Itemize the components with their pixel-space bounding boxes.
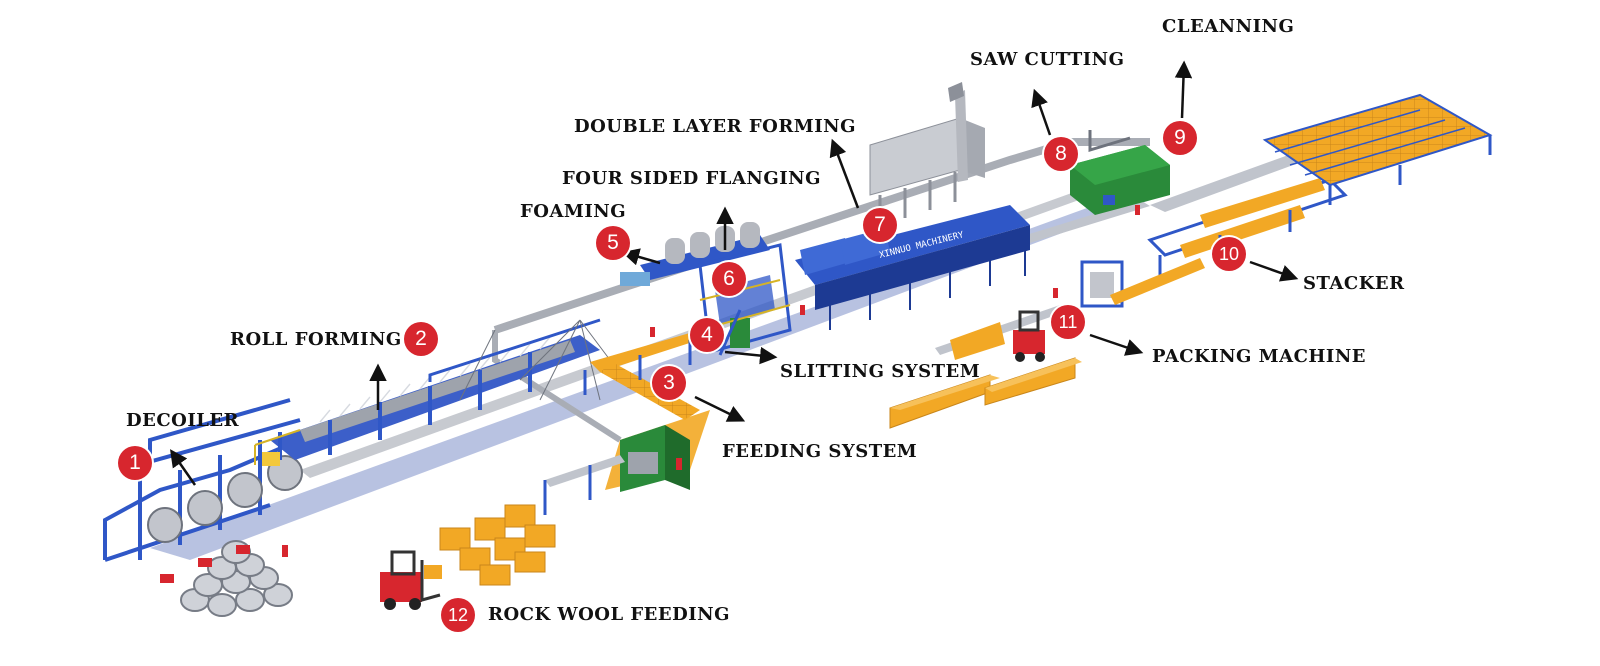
step-badge-12: 12 [441,598,475,632]
step-label-double-layer-forming: DOUBLE LAYER FORMING [574,116,856,137]
step-label-decoiler: DECOILER [126,410,240,431]
rock-wool-blocks [439,504,556,586]
forklift-right [1013,310,1045,362]
step-badge-7: 7 [863,208,897,242]
step-badge-11: 11 [1051,305,1085,339]
step-badge-2: 2 [404,322,438,356]
stacker-frame [1147,178,1348,275]
workers [282,205,1140,557]
storage-rack [1262,93,1493,205]
step-label-foaming: FOAMING [520,201,627,222]
decoiler-red-parts [160,545,250,583]
step-badge-4: 4 [690,318,724,352]
step-label-roll-forming: ROLL FORMING [230,329,402,350]
step-label-slitting-system: SLITTING SYSTEM [780,361,981,382]
step-label-stacker: STACKER [1303,273,1405,294]
step-label-four-sided-flanging: FOUR SIDED FLANGING [562,168,821,189]
step-badge-10: 10 [1212,237,1246,271]
saw-cutting-machine [1070,130,1170,215]
step-label-packing-machine: PACKING MACHINE [1152,346,1366,367]
step-badge-8: 8 [1044,137,1078,171]
finished-panel-bundles [889,357,1082,429]
double-layer-forming-machine: XINNUO MACHINERY [795,205,1030,330]
forklift-left [380,550,442,610]
step-label-saw-cutting: SAW CUTTING [970,49,1125,70]
foaming-station [620,222,770,286]
step-label-feeding-system: FEEDING SYSTEM [722,441,918,462]
packing-machine [935,258,1205,360]
arrows [169,60,1299,486]
step-badge-5: 5 [596,226,630,260]
step-label-cleanning: CLEANNING [1162,16,1295,37]
step-badge-1: 1 [118,446,152,480]
decoiler-coils [147,455,303,543]
step-badge-6: 6 [712,262,746,296]
rock-wool-feeder [543,425,690,515]
cable-stays [459,319,626,401]
roll-forming-machine [254,318,601,466]
step-badge-3: 3 [652,366,686,400]
step-label-rock-wool-feeding: ROCK WOOL FEEDING [488,604,730,625]
step-badge-9: 9 [1163,121,1197,155]
